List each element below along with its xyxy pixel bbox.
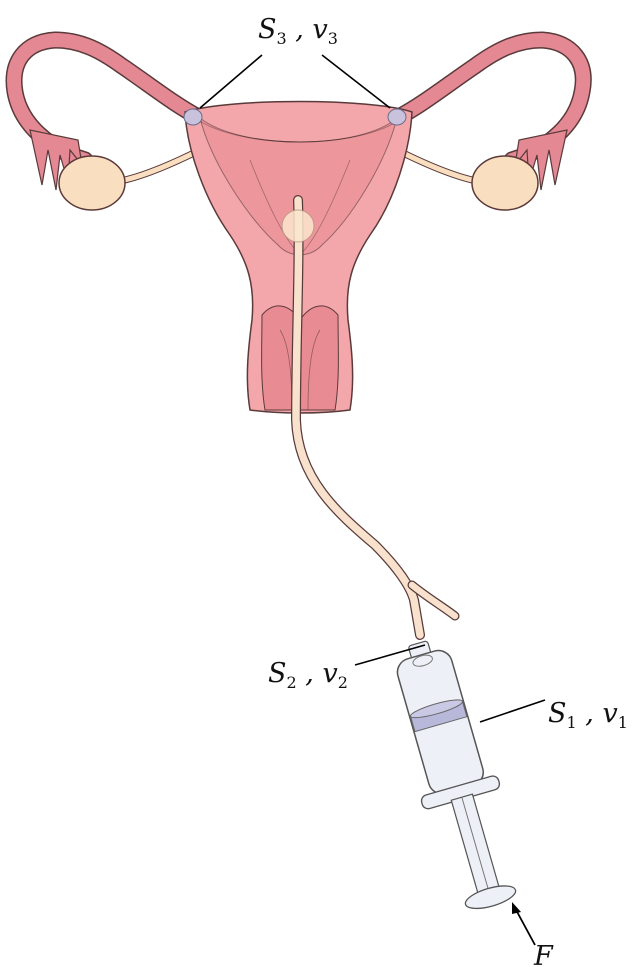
s1-leader: [480, 700, 545, 722]
left-tubal-ostium: [184, 109, 202, 125]
s3-leader-left: [200, 55, 262, 108]
arrow-icon: [512, 902, 535, 945]
force-label: F: [533, 941, 554, 967]
right-ovary: [472, 156, 538, 210]
right-tubal-ostium: [388, 109, 406, 125]
s2-v2-label: S2 , v2: [268, 658, 348, 692]
syringe: [379, 632, 531, 916]
s1-v1-label: S1 , v1: [548, 698, 628, 732]
catheter-balloon: [282, 210, 314, 242]
s3-v3-label: S3 , v3: [258, 14, 338, 48]
left-ovary: [59, 156, 125, 210]
s3-leader-right: [322, 55, 390, 108]
